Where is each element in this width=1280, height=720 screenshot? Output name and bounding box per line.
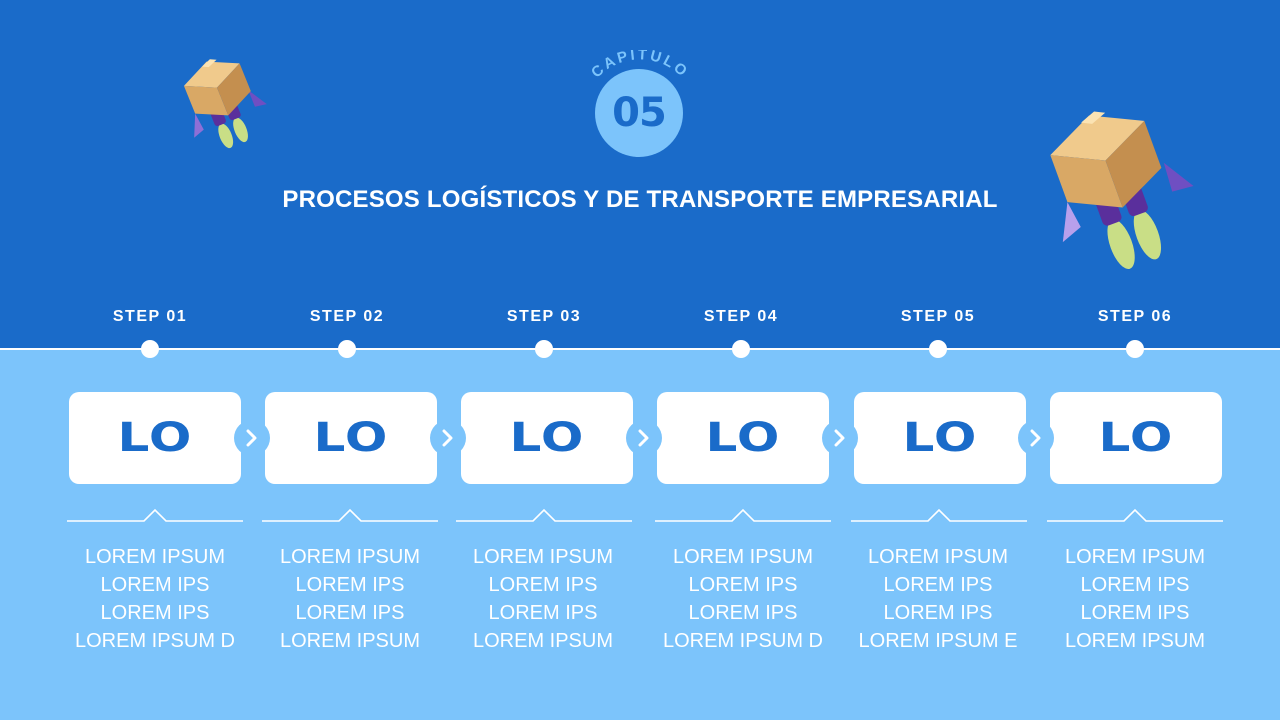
chevron-right-icon	[1018, 420, 1054, 456]
step-description-line: LOREM IPSUM D	[662, 630, 824, 652]
step-label: STEP 03	[506, 308, 582, 325]
step-card-text: LO	[313, 415, 389, 461]
step-description-line: LOREM IPS	[1080, 574, 1190, 596]
step-card: LO	[461, 392, 633, 484]
chevron-right-icon	[234, 420, 270, 456]
timeline-dot	[535, 340, 553, 358]
timeline-dot	[929, 340, 947, 358]
step-card-text: LO	[1098, 415, 1174, 461]
separator-line	[655, 508, 831, 522]
timeline-dot	[732, 340, 750, 358]
step-label: STEP 01	[112, 308, 188, 325]
step-description-line: LOREM IPS	[688, 574, 798, 596]
step-description-line: LOREM IPS	[883, 574, 993, 596]
step-label: STEP 06	[1097, 308, 1173, 325]
chevron-right-icon	[626, 420, 662, 456]
step-description-line: LOREM IPSUM	[279, 546, 421, 568]
step-card-text: LO	[902, 415, 978, 461]
rocket-box-icon-small	[183, 59, 267, 149]
separator-line	[67, 508, 243, 522]
timeline-dot	[1126, 340, 1144, 358]
chapter-number: 05	[612, 90, 667, 136]
step-description: LOREM IPSUM LOREM IPS LOREM IPS LOREM IPSUM…	[57, 543, 253, 655]
step-description-line: LOREM IPSUM	[472, 630, 614, 652]
step-description-line: LOREM IPS	[883, 602, 993, 624]
timeline-dot	[141, 340, 159, 358]
step-description-line: LOREM IPSUM	[84, 546, 226, 568]
step-label: STEP 02	[309, 308, 385, 325]
step-description-line: LOREM IPSUM	[1064, 630, 1206, 652]
step-label: STEP 05	[900, 308, 976, 325]
step-card: LO	[265, 392, 437, 484]
step-description-line: LOREM IPSUM	[472, 546, 614, 568]
page-title: PROCESOS LOGÍSTICOS Y DE TRANSPORTE EMPR…	[282, 186, 998, 213]
step-description-line: LOREM IPS	[488, 602, 598, 624]
separator-line	[456, 508, 632, 522]
chevron-right-icon	[430, 420, 466, 456]
separator-line	[262, 508, 438, 522]
step-description-line: LOREM IPSUM	[867, 546, 1009, 568]
step-description: LOREM IPSUM LOREM IPS LOREM IPS LOREM IPSUM	[1037, 543, 1233, 655]
step-description-line: LOREM IPSUM	[672, 546, 814, 568]
timeline-line	[0, 348, 1280, 350]
chevron-right-icon	[822, 420, 858, 456]
step-description-line: LOREM IPSUM D	[74, 630, 236, 652]
step-description-line: LOREM IPS	[295, 602, 405, 624]
step-description-line: LOREM IPS	[688, 602, 798, 624]
step-card: LO	[854, 392, 1026, 484]
step-description: LOREM IPSUM LOREM IPS LOREM IPS LOREM IPSUM	[252, 543, 448, 655]
step-description: LOREM IPSUM LOREM IPS LOREM IPS LOREM IPSUM…	[645, 543, 841, 655]
step-description-line: LOREM IPSUM E	[858, 630, 1018, 652]
step-description-line: LOREM IPSUM	[279, 630, 421, 652]
separator-line	[1047, 508, 1223, 522]
step-description: LOREM IPSUM LOREM IPS LOREM IPS LOREM IPSUM…	[840, 543, 1036, 655]
chapter-badge: 05	[595, 69, 683, 157]
separator-line	[851, 508, 1027, 522]
step-description-line: LOREM IPS	[295, 574, 405, 596]
step-label: STEP 04	[703, 308, 779, 325]
step-card-text: LO	[705, 415, 781, 461]
step-card: LO	[1050, 392, 1222, 484]
step-description-line: LOREM IPS	[1080, 602, 1190, 624]
step-description-line: LOREM IPSUM	[1064, 546, 1206, 568]
step-card-text: LO	[117, 415, 193, 461]
step-description-line: LOREM IPS	[488, 574, 598, 596]
rocket-box-icon-large	[1050, 111, 1194, 269]
step-description: LOREM IPSUM LOREM IPS LOREM IPS LOREM IPSUM	[445, 543, 641, 655]
step-card: LO	[69, 392, 241, 484]
step-description-line: LOREM IPS	[100, 602, 210, 624]
timeline-dot	[338, 340, 356, 358]
step-description-line: LOREM IPS	[100, 574, 210, 596]
step-card: LO	[657, 392, 829, 484]
step-card-text: LO	[509, 415, 585, 461]
